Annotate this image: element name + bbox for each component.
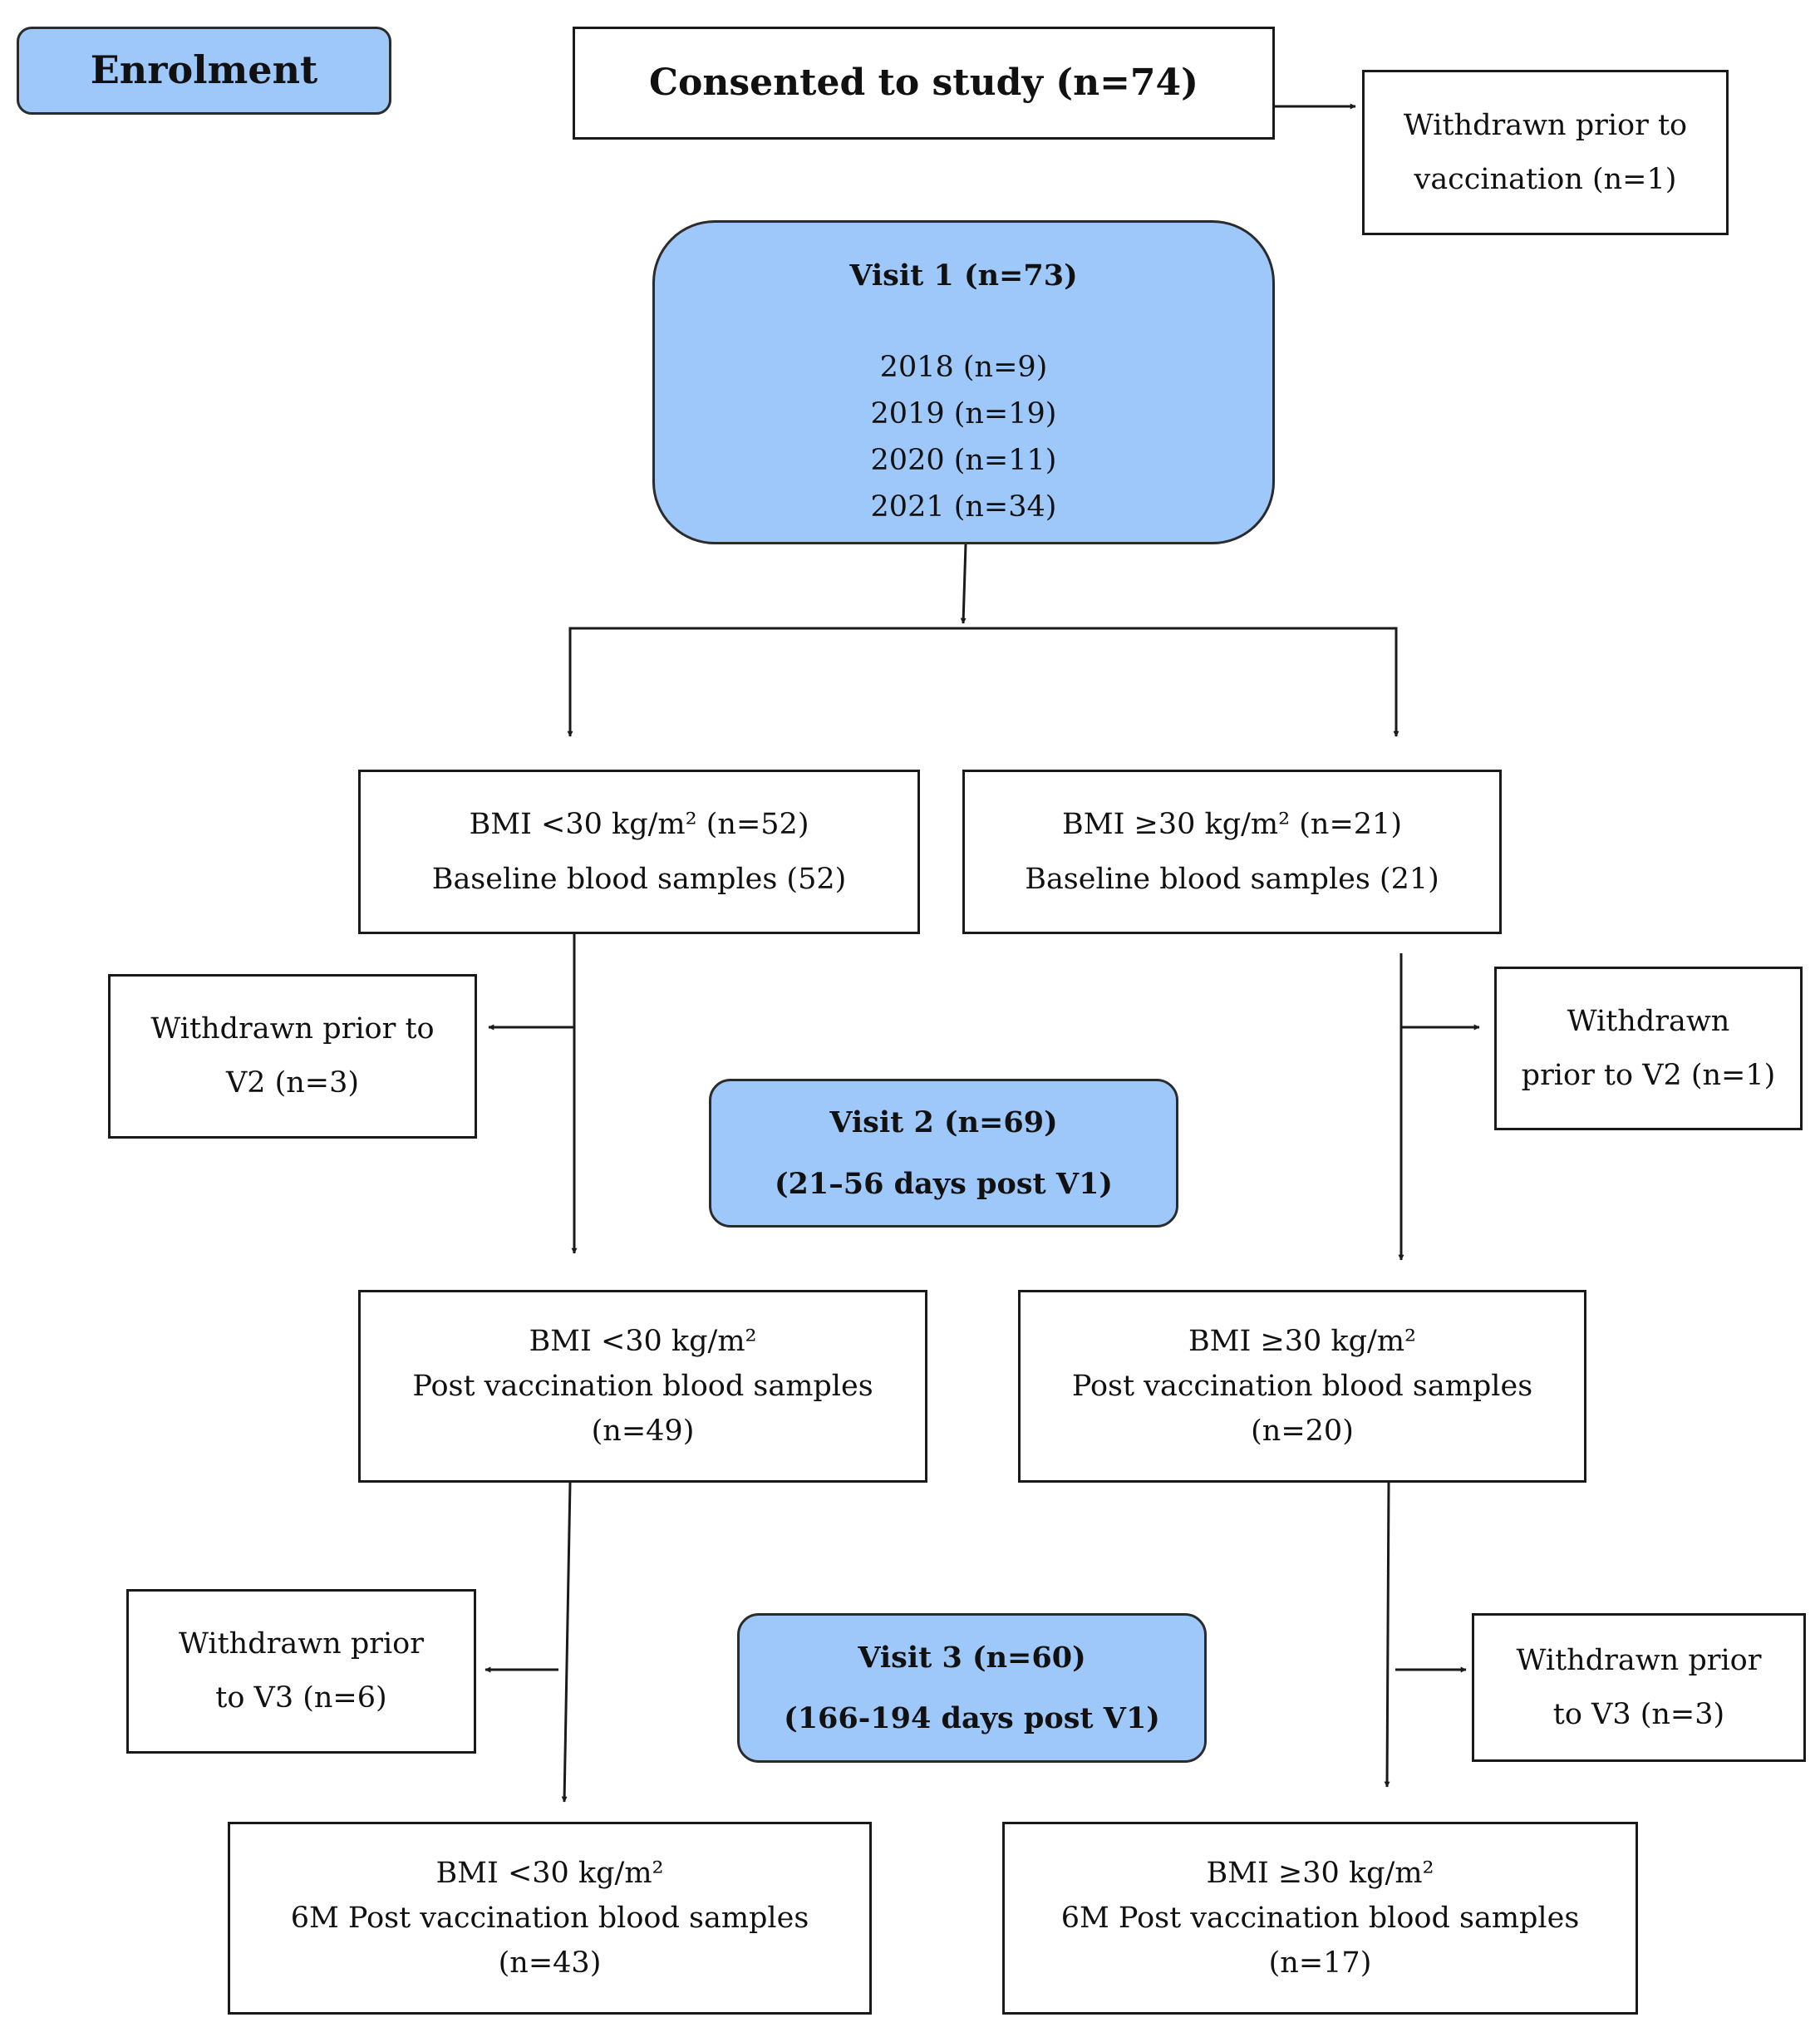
split-connector: [568, 627, 1398, 731]
arrow-right-post-to-6m: [1384, 1482, 1390, 1788]
bmi-low-post-box: BMI <30 kg/m² Post vaccination blood sam…: [358, 1290, 927, 1483]
withdrawn-v3-right-box: Withdrawn prior to V3 (n=3): [1472, 1613, 1806, 1762]
enrolment-label: Enrolment: [17, 27, 391, 115]
bmi-high-baseline-line-2: Baseline blood samples (21): [1025, 863, 1439, 896]
withdrawn-v2-left-line-1: Withdrawn prior to: [150, 1012, 435, 1046]
bmi-high-6m-line-2: 6M Post vaccination blood samples: [1060, 1901, 1580, 1935]
bmi-low-post-line-1: BMI <30 kg/m²: [529, 1324, 757, 1358]
withdrawn-v3-left-box: Withdrawn prior to V3 (n=6): [126, 1589, 476, 1754]
withdrawn-v2-right-line-1: Withdrawn: [1567, 1004, 1730, 1038]
withdrawn-v3-right-line-2: to V3 (n=3): [1552, 1697, 1725, 1731]
bmi-high-6m-box: BMI ≥30 kg/m² 6M Post vaccination blood …: [1002, 1822, 1638, 2015]
bmi-low-baseline-line-1: BMI <30 kg/m² (n=52): [469, 807, 809, 841]
visit3-box: Visit 3 (n=60) (166-194 days post V1): [737, 1613, 1207, 1763]
arrow-visit1-down: [960, 544, 967, 624]
withdrawn-v3-left-line-2: to V3 (n=6): [215, 1681, 387, 1715]
withdrawn-v2-right-box: Withdrawn prior to V2 (n=1): [1494, 967, 1803, 1130]
bmi-low-6m-line-3: (n=43): [498, 1946, 602, 1980]
bmi-high-post-line-3: (n=20): [1251, 1415, 1354, 1449]
bmi-low-6m-line-2: 6M Post vaccination blood samples: [290, 1901, 809, 1935]
bmi-high-6m-line-1: BMI ≥30 kg/m²: [1206, 1856, 1434, 1890]
visit3-title: Visit 3 (n=60): [858, 1640, 1086, 1675]
visit1-title: Visit 1 (n=73): [849, 258, 1078, 293]
withdrawn-v3-left-line-1: Withdrawn prior: [179, 1627, 424, 1661]
visit2-title: Visit 2 (n=69): [829, 1105, 1058, 1139]
bmi-low-post-line-2: Post vaccination blood samples: [412, 1369, 873, 1403]
bmi-high-baseline-box: BMI ≥30 kg/m² (n=21) Baseline blood samp…: [962, 770, 1502, 934]
bmi-low-6m-line-1: BMI <30 kg/m²: [435, 1856, 664, 1890]
arrow-left-post-to-6m: [561, 1482, 572, 1803]
bmi-high-post-line-1: BMI ≥30 kg/m²: [1188, 1324, 1417, 1358]
withdrawn-vaccination-line-1: Withdrawn prior to: [1403, 108, 1688, 142]
bmi-high-baseline-line-1: BMI ≥30 kg/m² (n=21): [1062, 807, 1402, 841]
visit1-year-2020: 2020 (n=11): [870, 444, 1057, 477]
consented-box: Consented to study (n=74): [573, 27, 1275, 140]
withdrawn-v2-left-box: Withdrawn prior to V2 (n=3): [108, 974, 477, 1139]
bmi-high-post-line-2: Post vaccination blood samples: [1071, 1369, 1533, 1403]
withdrawn-vaccination-line-2: vaccination (n=1): [1414, 162, 1677, 196]
bmi-low-6m-box: BMI <30 kg/m² 6M Post vaccination blood …: [228, 1822, 872, 2015]
bmi-high-6m-line-3: (n=17): [1268, 1946, 1372, 1980]
withdrawn-v2-left-line-2: V2 (n=3): [225, 1066, 360, 1100]
visit1-year-2018: 2018 (n=9): [879, 351, 1048, 384]
visit3-window: (166-194 days post V1): [784, 1701, 1160, 1735]
consented-text: Consented to study (n=74): [649, 61, 1198, 104]
visit1-year-2021: 2021 (n=34): [870, 490, 1057, 524]
withdrawn-v3-right-line-1: Withdrawn prior: [1516, 1643, 1762, 1677]
bmi-low-baseline-box: BMI <30 kg/m² (n=52) Baseline blood samp…: [358, 770, 920, 934]
bmi-low-post-line-3: (n=49): [591, 1415, 695, 1449]
visit2-box: Visit 2 (n=69) (21–56 days post V1): [709, 1079, 1178, 1228]
visit1-box: Visit 1 (n=73) 2018 (n=9) 2019 (n=19) 20…: [652, 220, 1275, 544]
enrolment-text: Enrolment: [90, 47, 318, 93]
bmi-low-baseline-line-2: Baseline blood samples (52): [431, 863, 847, 896]
withdrawn-v2-right-line-2: prior to V2 (n=1): [1521, 1058, 1776, 1092]
visit1-year-2019: 2019 (n=19): [870, 397, 1057, 431]
withdrawn-vaccination-box: Withdrawn prior to vaccination (n=1): [1362, 70, 1729, 235]
visit2-window: (21–56 days post V1): [775, 1166, 1113, 1201]
bmi-high-post-box: BMI ≥30 kg/m² Post vaccination blood sam…: [1018, 1290, 1586, 1483]
